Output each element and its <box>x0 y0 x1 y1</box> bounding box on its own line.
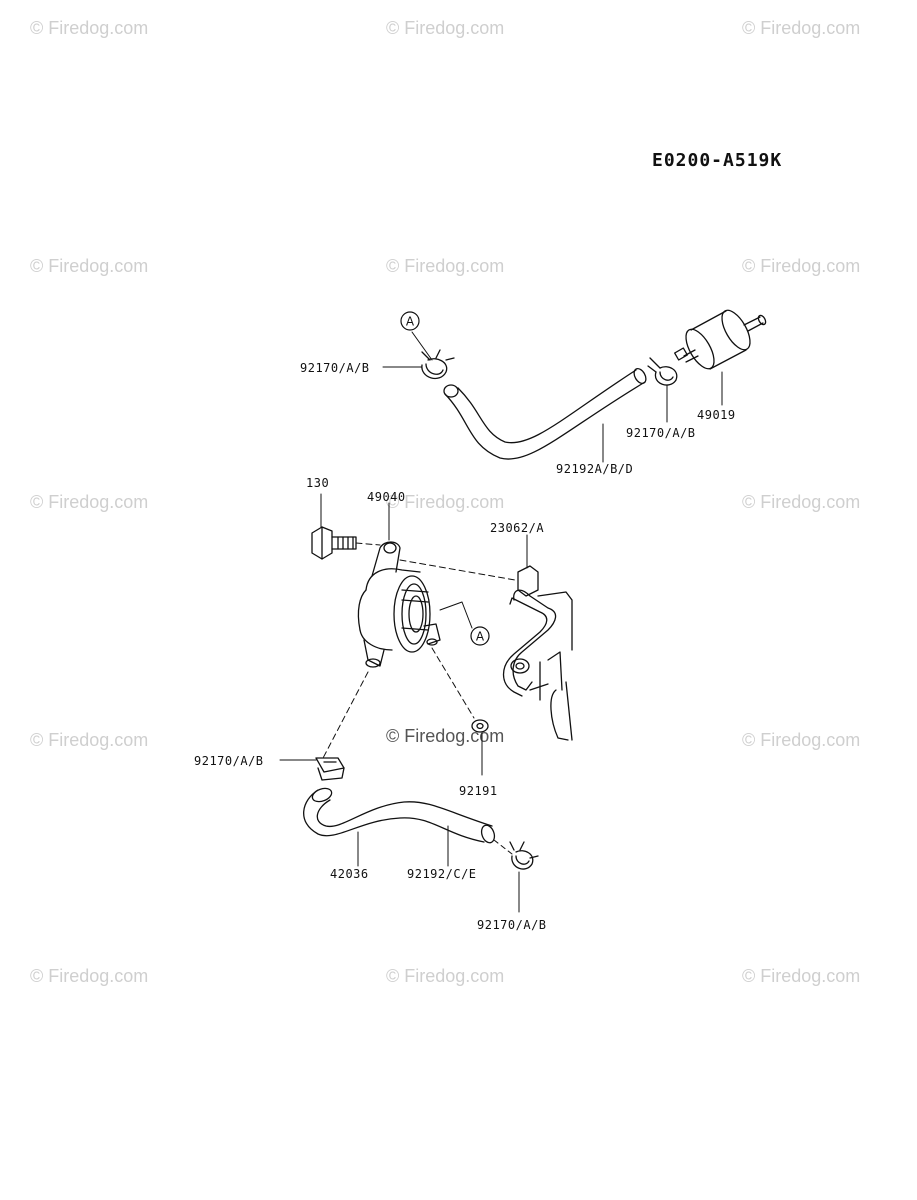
washer-shape <box>471 719 489 733</box>
label-clamp-top-right: 92170/A/B <box>626 426 696 440</box>
watermark: © Firedog.com <box>30 256 149 276</box>
watermark: © Firedog.com <box>30 966 149 986</box>
watermark: © Firedog.com <box>742 730 861 750</box>
label-clamp-lower-left: 92170/A/B <box>194 754 264 768</box>
bolt-shape <box>311 526 357 560</box>
label-hose-top: 92192A/B/D <box>556 462 634 476</box>
watermark: © Firedog.com <box>30 18 149 38</box>
watermark: © Firedog.com <box>742 492 861 512</box>
label-washer: 92191 <box>459 784 498 798</box>
watermark: © Firedog.com <box>386 256 505 276</box>
hose-top-shape <box>443 367 647 460</box>
clamp-bottom-shape <box>509 841 539 870</box>
label-bolt: 130 <box>306 476 330 490</box>
watermark: © Firedog.com <box>386 966 505 986</box>
clamp-top-left-shape <box>421 349 455 380</box>
watermark: © Firedog.com <box>742 18 861 38</box>
label-fuel-filter: 49019 <box>697 408 736 422</box>
reference-mark-top: A <box>400 311 420 331</box>
watermark: © Firedog.com <box>742 966 861 986</box>
bracket-shape <box>502 565 573 741</box>
fuel-filter-shape <box>674 309 767 370</box>
label-clamp-top-left: 92170/A/B <box>300 361 370 375</box>
clamp-lower-left-shape <box>315 757 345 781</box>
label-fuel-pump: 49040 <box>367 490 406 504</box>
label-hose-lower: 42036 <box>330 867 369 881</box>
reference-mark-pump: A <box>470 626 490 646</box>
watermark: © Firedog.com <box>386 18 505 38</box>
clamp-top-right-shape <box>647 357 678 386</box>
label-hose-lower-ref: 92192/C/E <box>407 867 477 881</box>
label-bracket: 23062/A <box>490 521 545 535</box>
label-clamp-bottom: 92170/A/B <box>477 918 547 932</box>
watermark: © Firedog.com <box>30 730 149 750</box>
svg-text:A: A <box>476 630 485 644</box>
watermark: © Firedog.com <box>742 256 861 276</box>
watermark: © Firedog.com <box>386 492 505 512</box>
watermark: © Firedog.com <box>30 492 149 512</box>
fuel-pump-shape <box>357 541 441 668</box>
svg-text:A: A <box>406 315 415 329</box>
diagram-code: E0200-A519K <box>652 150 783 171</box>
hose-lower-shape <box>303 787 496 844</box>
